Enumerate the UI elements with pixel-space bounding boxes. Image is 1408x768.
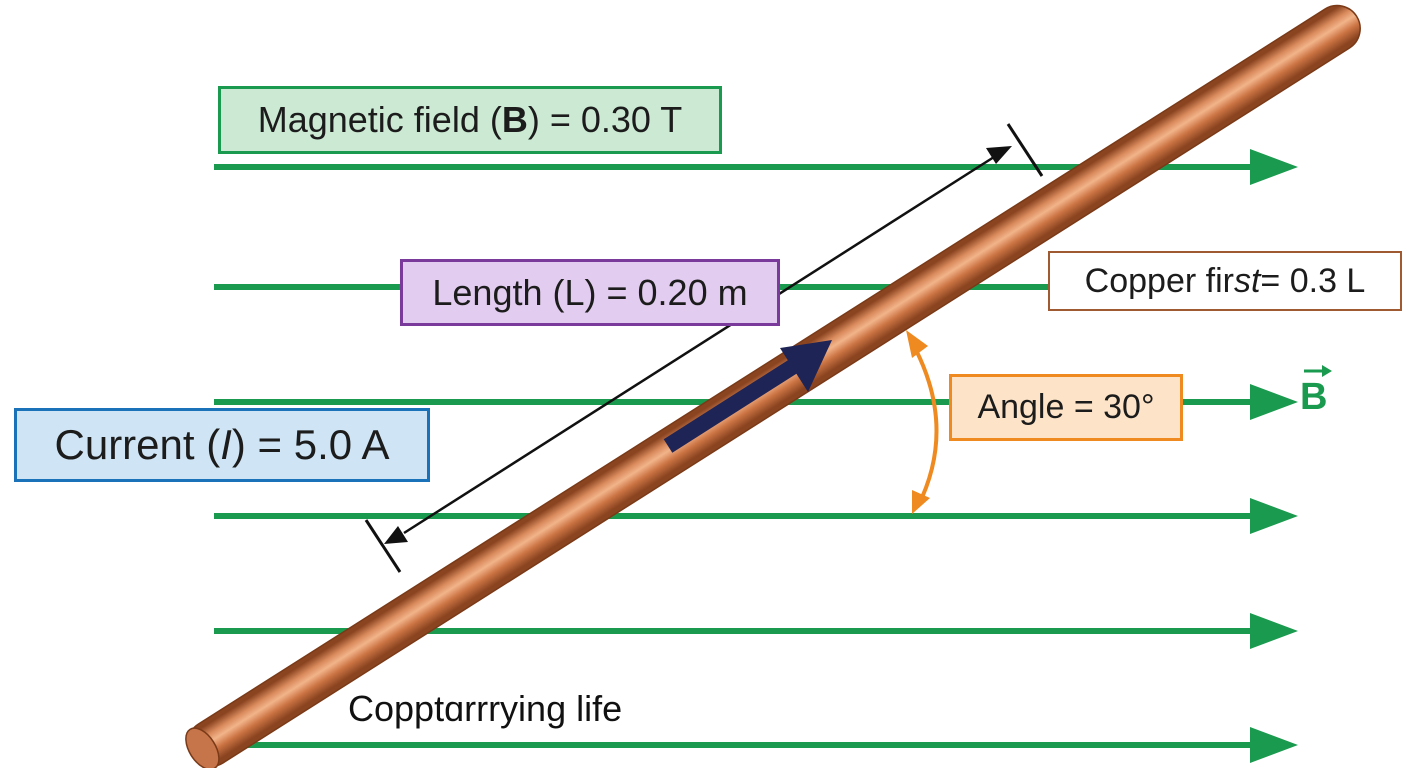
length-text: Length (L) = 0.20 m [432,271,748,313]
magnetic-field-symbol: B [501,99,528,140]
current-arrow [663,340,832,453]
magnetic-field-prefix: Magnetic field ( [257,99,502,140]
field-line-4 [214,498,1298,534]
field-vector-letter: B [1300,376,1328,418]
copper-suffix: = 0.3 L [1260,261,1366,300]
field-line-6 [230,727,1298,763]
current-label: Current (I) = 5.0 A [14,408,430,482]
length-label: Length (L) = 0.20 m [400,259,780,326]
copper-prefix: Copper fir [1084,261,1234,300]
angle-label: Angle = 30° [949,374,1183,441]
magnetic-field-label: Magnetic field (B) = 0.30 T [218,86,722,154]
current-symbol: I [220,421,232,468]
vector-arrow-icon [1304,365,1332,377]
angle-arc [906,330,939,514]
length-indicator [364,123,1044,573]
current-prefix: Current ( [54,421,221,468]
magnetic-field-suffix: ) = 0.30 T [527,99,683,140]
current-suffix: ) = 5.0 A [231,421,390,468]
angle-text: Angle = 30° [977,388,1155,426]
copper-italic: st [1233,261,1261,300]
bottom-caption: Copptɑrrrying life [348,688,623,729]
field-vector-label: B [1300,365,1340,422]
